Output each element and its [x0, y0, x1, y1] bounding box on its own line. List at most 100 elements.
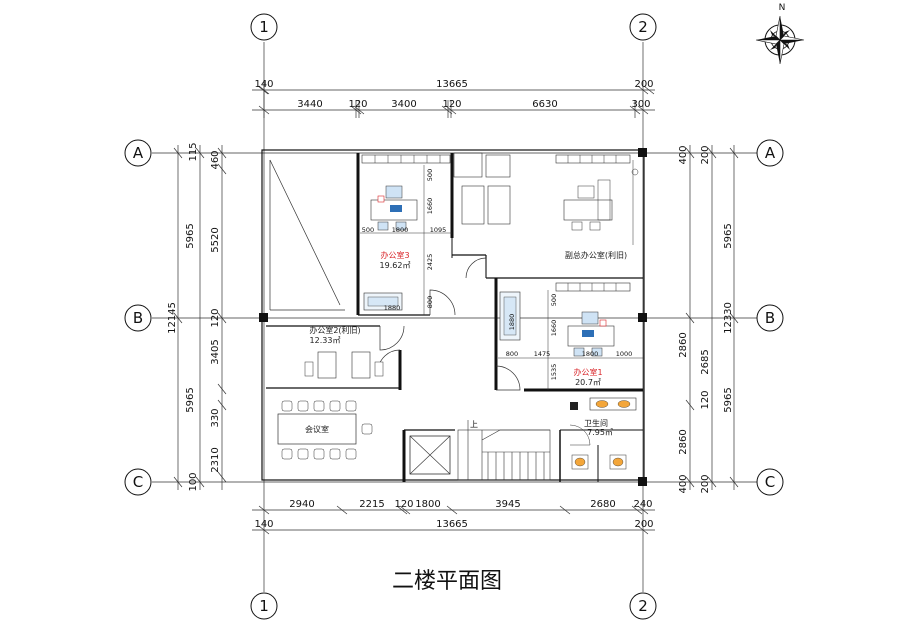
dim-bottom-120: 120 — [394, 499, 413, 510]
axis-bubble-C-left: C — [124, 468, 152, 496]
o1-dim-500v: 500 — [550, 294, 558, 306]
dim-top-300: 300 — [631, 99, 650, 110]
dim-left-330: 330 — [210, 408, 221, 427]
o3-dim-500v: 500 — [426, 169, 434, 181]
office2-furniture — [304, 351, 384, 379]
dim-left-460: 460 — [210, 150, 221, 169]
toilet-name: 卫生间 — [584, 418, 608, 428]
elevator — [409, 435, 451, 475]
axis-label-1-bottom: 1 — [259, 597, 269, 615]
axis-bubble-A-right: A — [756, 139, 784, 167]
dim-right-200-bottom: 200 — [700, 474, 711, 493]
office2-name: 办公室2(利旧) — [309, 325, 360, 335]
dim-bottom-2940: 2940 — [289, 499, 314, 510]
o3-dim-1660: 1660 — [426, 198, 434, 215]
dim-bottom-240: 240 — [633, 499, 652, 510]
dim-top-3400: 3400 — [391, 99, 416, 110]
compass-icon — [755, 15, 805, 65]
axis-grid-lines — [152, 42, 758, 592]
axis-label-2-top: 2 — [638, 18, 648, 36]
axis-label-1-top: 1 — [259, 18, 269, 36]
drawing-title: 二楼平面图 — [392, 569, 502, 594]
dim-left-5965-bottom: 5965 — [185, 387, 196, 412]
dim-right-400-top: 400 — [678, 145, 689, 164]
o3-dim-1095: 1095 — [430, 226, 447, 234]
office1-dim-lines — [498, 290, 643, 390]
deputy-office-name: 副总办公室(利旧) — [565, 250, 627, 260]
bottom-dimension-lines — [252, 505, 655, 535]
left-dimension-lines — [173, 145, 227, 490]
dim-left-2310: 2310 — [210, 447, 221, 472]
office3-dim-lines — [360, 165, 452, 315]
o1-dim-1475: 1475 — [534, 350, 551, 358]
dim-right-5965-top: 5965 — [723, 223, 734, 248]
o3-dim-1800: 1800 — [392, 226, 409, 234]
axis-bubble-C-right: C — [756, 468, 784, 496]
axis-label-B-left: B — [133, 309, 143, 327]
axis-bubble-2-bottom: 2 — [629, 592, 657, 620]
axis-label-C-right: C — [765, 473, 775, 491]
dim-left-120: 120 — [210, 308, 221, 327]
dim-top-total: 13665 — [436, 79, 468, 90]
axis-bubble-2-top: 2 — [629, 13, 657, 41]
dim-left-115: 115 — [188, 142, 199, 161]
office3-furniture — [361, 152, 511, 311]
dim-right-total: 12330 — [723, 302, 734, 334]
dim-right-200-top: 200 — [700, 145, 711, 164]
axis-bubble-B-right: B — [756, 304, 784, 332]
dim-bottom-1800: 1800 — [415, 499, 440, 510]
office3-name: 办公室3 — [380, 250, 409, 260]
office1-area: 20.7㎡ — [575, 378, 601, 387]
dim-top-3440: 3440 — [297, 99, 322, 110]
deputy-office-furniture — [555, 154, 639, 245]
dim-top-120a: 120 — [348, 99, 367, 110]
dim-bottom-total-left: 140 — [254, 519, 273, 530]
dim-left-5965-top: 5965 — [185, 223, 196, 248]
axis-label-A-right: A — [765, 144, 776, 162]
dim-right-2860-a: 2860 — [678, 332, 689, 357]
dim-bottom-total-right: 200 — [634, 519, 653, 530]
toilet-fixtures — [569, 397, 637, 470]
axis-bubble-A-left: A — [124, 139, 152, 167]
dim-bottom-2215: 2215 — [359, 499, 384, 510]
dim-left-100: 100 — [188, 472, 199, 491]
o1-dim-1535: 1535 — [550, 364, 558, 381]
dim-right-2685: 2685 — [700, 349, 711, 374]
dim-right-400-bottom: 400 — [678, 474, 689, 493]
compass-north-label: N — [779, 3, 786, 13]
axis-bubble-1-bottom: 1 — [250, 592, 278, 620]
axis-bubble-1-top: 1 — [250, 13, 278, 41]
dim-left-3405: 3405 — [210, 339, 221, 364]
office3-area: 19.62㎡ — [380, 261, 411, 270]
meeting-room-furniture — [277, 400, 373, 460]
o1-dim-1000: 1000 — [616, 350, 633, 358]
dim-top-120b: 120 — [442, 99, 461, 110]
o1-dim-1660: 1660 — [550, 320, 558, 337]
axis-label-2-bottom: 2 — [638, 597, 648, 615]
o1-dim-800: 800 — [506, 350, 518, 358]
o1-dim-1800: 1800 — [582, 350, 599, 358]
dim-top-6630: 6630 — [532, 99, 557, 110]
office1-name: 办公室1 — [573, 367, 602, 377]
stair-up-mark: 上 — [470, 420, 478, 429]
dim-bottom-3945: 3945 — [495, 499, 520, 510]
office1-furniture — [499, 282, 631, 357]
o3-dim-1880: 1880 — [384, 304, 401, 312]
dim-top-total-right: 200 — [634, 79, 653, 90]
dim-top-total-left: 140 — [254, 79, 273, 90]
dim-right-120: 120 — [700, 390, 711, 409]
dim-left-5520: 5520 — [210, 227, 221, 252]
dim-bottom-total: 13665 — [436, 519, 468, 530]
right-dimension-lines — [685, 145, 739, 490]
axis-label-A-left: A — [133, 144, 144, 162]
toilet-area: 7.95㎡ — [587, 428, 613, 437]
o1-dim-1880: 1880 — [508, 314, 516, 331]
o3-dim-800: 800 — [426, 296, 434, 308]
top-dimension-lines — [252, 80, 655, 118]
dim-bottom-2680: 2680 — [590, 499, 615, 510]
axis-bubble-B-left: B — [124, 304, 152, 332]
structural-columns — [259, 148, 647, 486]
staircase — [457, 420, 551, 481]
office2-area: 12.33㎡ — [310, 336, 341, 345]
